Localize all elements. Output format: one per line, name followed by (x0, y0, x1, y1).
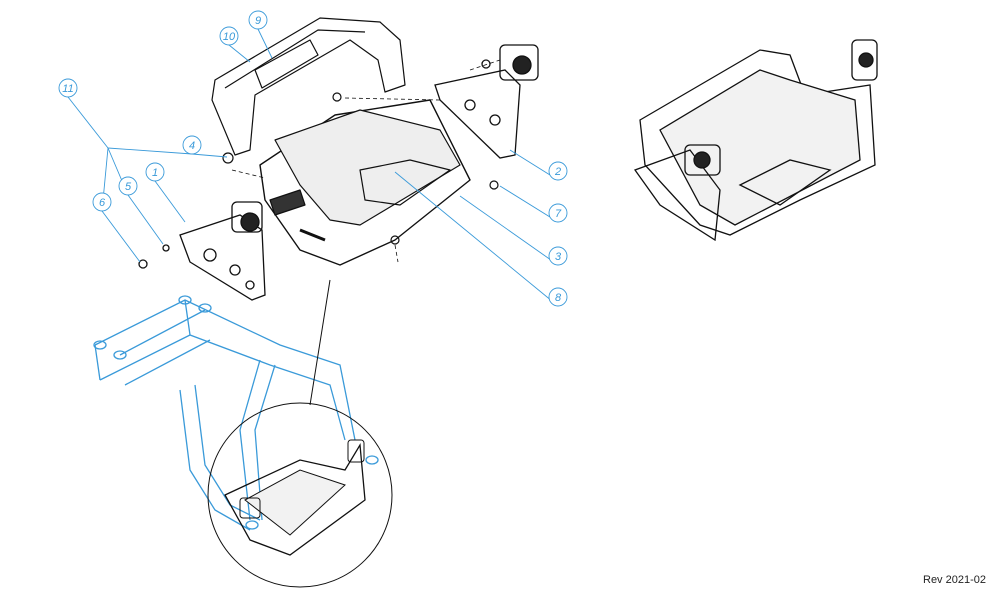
callout-number: 6 (99, 197, 106, 209)
callout-circle (548, 246, 568, 266)
leader-line (459, 195, 559, 266)
callout-number: 4 (189, 140, 195, 152)
callout-number: 7 (555, 208, 562, 220)
callout-circle (248, 10, 268, 30)
callout-9: 9 (248, 10, 273, 59)
callout-circle (182, 135, 202, 155)
callout-1: 1 (145, 162, 186, 223)
revision-label: Rev 2021-02 (923, 574, 986, 586)
callout-6: 6 (92, 147, 141, 263)
callout-8: 8 (394, 171, 568, 307)
seat-tray-exploded (211, 17, 499, 266)
leader-line (67, 96, 109, 149)
leader-line (127, 194, 164, 245)
callout-10: 10 (219, 26, 251, 63)
callout-5: 5 (107, 147, 164, 245)
callout-number: 8 (555, 292, 562, 304)
callout-number: 9 (255, 15, 261, 27)
callout-circle (548, 203, 568, 223)
callout-number: 5 (125, 181, 132, 193)
callout-circle (58, 78, 78, 98)
leader-line (101, 210, 141, 263)
callout-group: 11 10 9 4 1 5 6 2 7 3 8 (58, 10, 568, 307)
leader-line (107, 147, 193, 155)
callout-number: 2 (554, 166, 561, 178)
dashed-assembly-lines (231, 59, 501, 263)
right-bracket (434, 44, 539, 159)
detail-magnifier (207, 279, 393, 588)
callout-circle (548, 161, 568, 181)
left-bracket (138, 201, 266, 301)
leader-line (257, 28, 273, 59)
leader-line (154, 180, 186, 223)
leader-line (394, 171, 559, 307)
callout-11: 11 (58, 78, 109, 149)
callout-number: 1 (152, 167, 158, 179)
leader-line (228, 44, 251, 63)
callout-circle (118, 176, 138, 196)
assembled-seat-tray (633, 39, 878, 242)
leader-line (499, 185, 559, 223)
callout-circle (92, 192, 112, 212)
leader-line (191, 153, 228, 158)
callout-3: 3 (459, 195, 568, 266)
callout-circle (145, 162, 165, 182)
callout-4: 4 (107, 135, 228, 158)
callout-number: 10 (223, 31, 236, 43)
callout-number: 3 (555, 251, 562, 263)
callout-circle (219, 26, 239, 46)
wheelchair-frame (93, 295, 379, 531)
callout-7: 7 (499, 185, 568, 223)
callout-circle (548, 287, 568, 307)
callout-2: 2 (509, 149, 568, 181)
callout-number: 11 (62, 83, 73, 95)
